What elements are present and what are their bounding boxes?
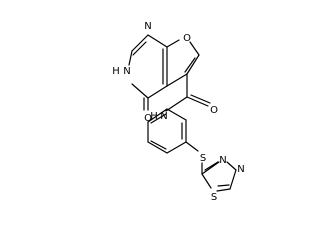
atom-h-amide: H: [150, 111, 158, 122]
amide-group: [165, 73, 211, 112]
ring-carbonyl: [143, 97, 149, 111]
thioether-bonds: [185, 141, 203, 175]
furan-ring: [166, 39, 200, 87]
atom-s-thiadiazole: S: [211, 192, 217, 200]
atom-s-thioether: S: [200, 153, 206, 164]
pyrimidinone-ring: [128, 34, 168, 99]
phenyl-ring: [147, 108, 187, 154]
atom-n-ring-left: N: [123, 66, 130, 77]
atom-o-carbonyl-amide: O: [210, 105, 218, 116]
thiadiazole-ring: [201, 161, 237, 192]
molecule-diagram: N O N H O N H O S S N N: [112, 21, 245, 200]
atom-o-carbonyl-ring: O: [144, 113, 152, 124]
molecule-canvas: N O N H O N H O S S N N: [112, 21, 245, 200]
atom-n-amide: N: [160, 111, 167, 122]
atom-n-thiadiazole-1: N: [219, 155, 226, 166]
atom-n-thiadiazole-2: N: [237, 164, 244, 175]
atom-o-furan: O: [183, 33, 191, 44]
atom-n-ring-top: N: [144, 21, 151, 32]
atom-h-ring-left: H: [112, 66, 120, 77]
